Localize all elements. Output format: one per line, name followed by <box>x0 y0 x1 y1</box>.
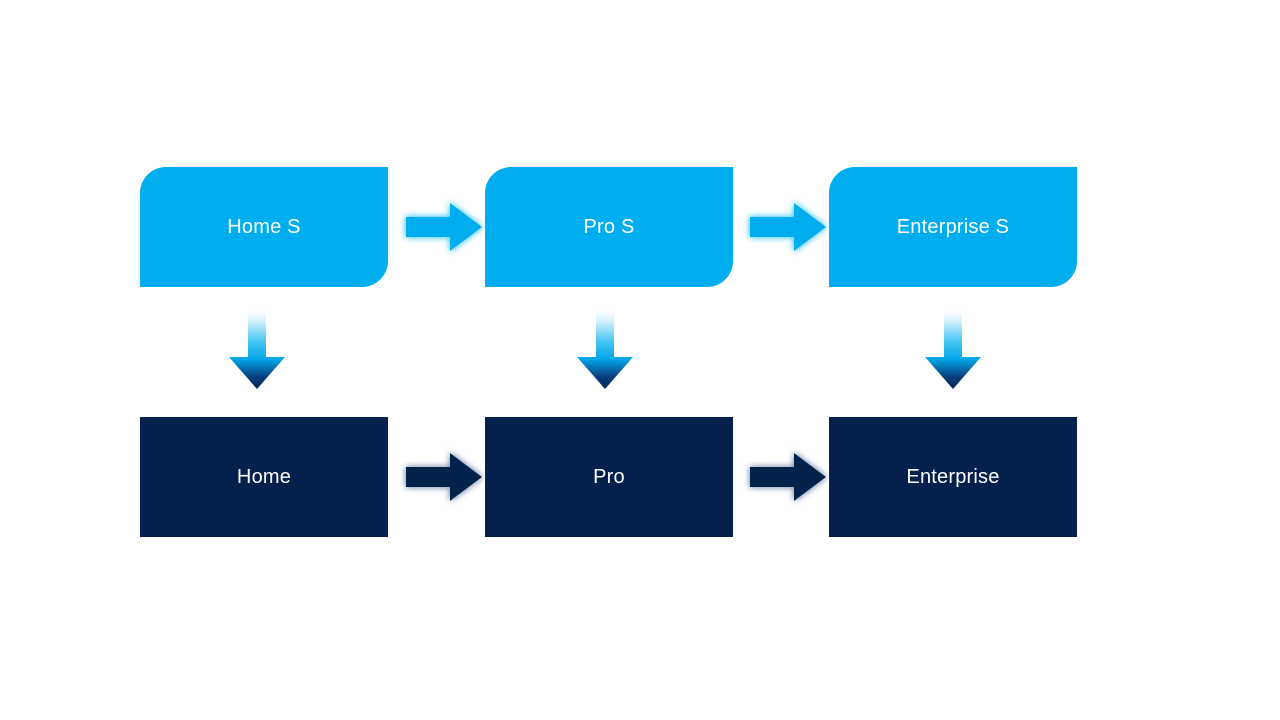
arrow-right-icon-bottom-2 <box>748 449 828 505</box>
arrow-down-icon-1 <box>225 309 289 391</box>
node-pro[interactable]: Pro <box>485 417 733 537</box>
node-home[interactable]: Home <box>140 417 388 537</box>
node-label: Enterprise <box>906 466 1000 488</box>
node-enterprise-s[interactable]: Enterprise S <box>829 167 1077 287</box>
arrow-down-icon-3 <box>921 309 985 391</box>
arrow-down-icon-2 <box>573 309 637 391</box>
arrow-right-icon-top-1 <box>404 199 484 255</box>
node-label: Pro S <box>583 216 635 238</box>
node-enterprise[interactable]: Enterprise <box>829 417 1077 537</box>
node-pro-s[interactable]: Pro S <box>485 167 733 287</box>
node-home-s[interactable]: Home S <box>140 167 388 287</box>
node-label: Pro <box>593 466 625 488</box>
arrow-right-icon-top-2 <box>748 199 828 255</box>
node-label: Enterprise S <box>896 216 1010 238</box>
node-label: Home S <box>227 216 301 238</box>
node-label: Home <box>236 466 292 488</box>
arrow-right-icon-bottom-1 <box>404 449 484 505</box>
